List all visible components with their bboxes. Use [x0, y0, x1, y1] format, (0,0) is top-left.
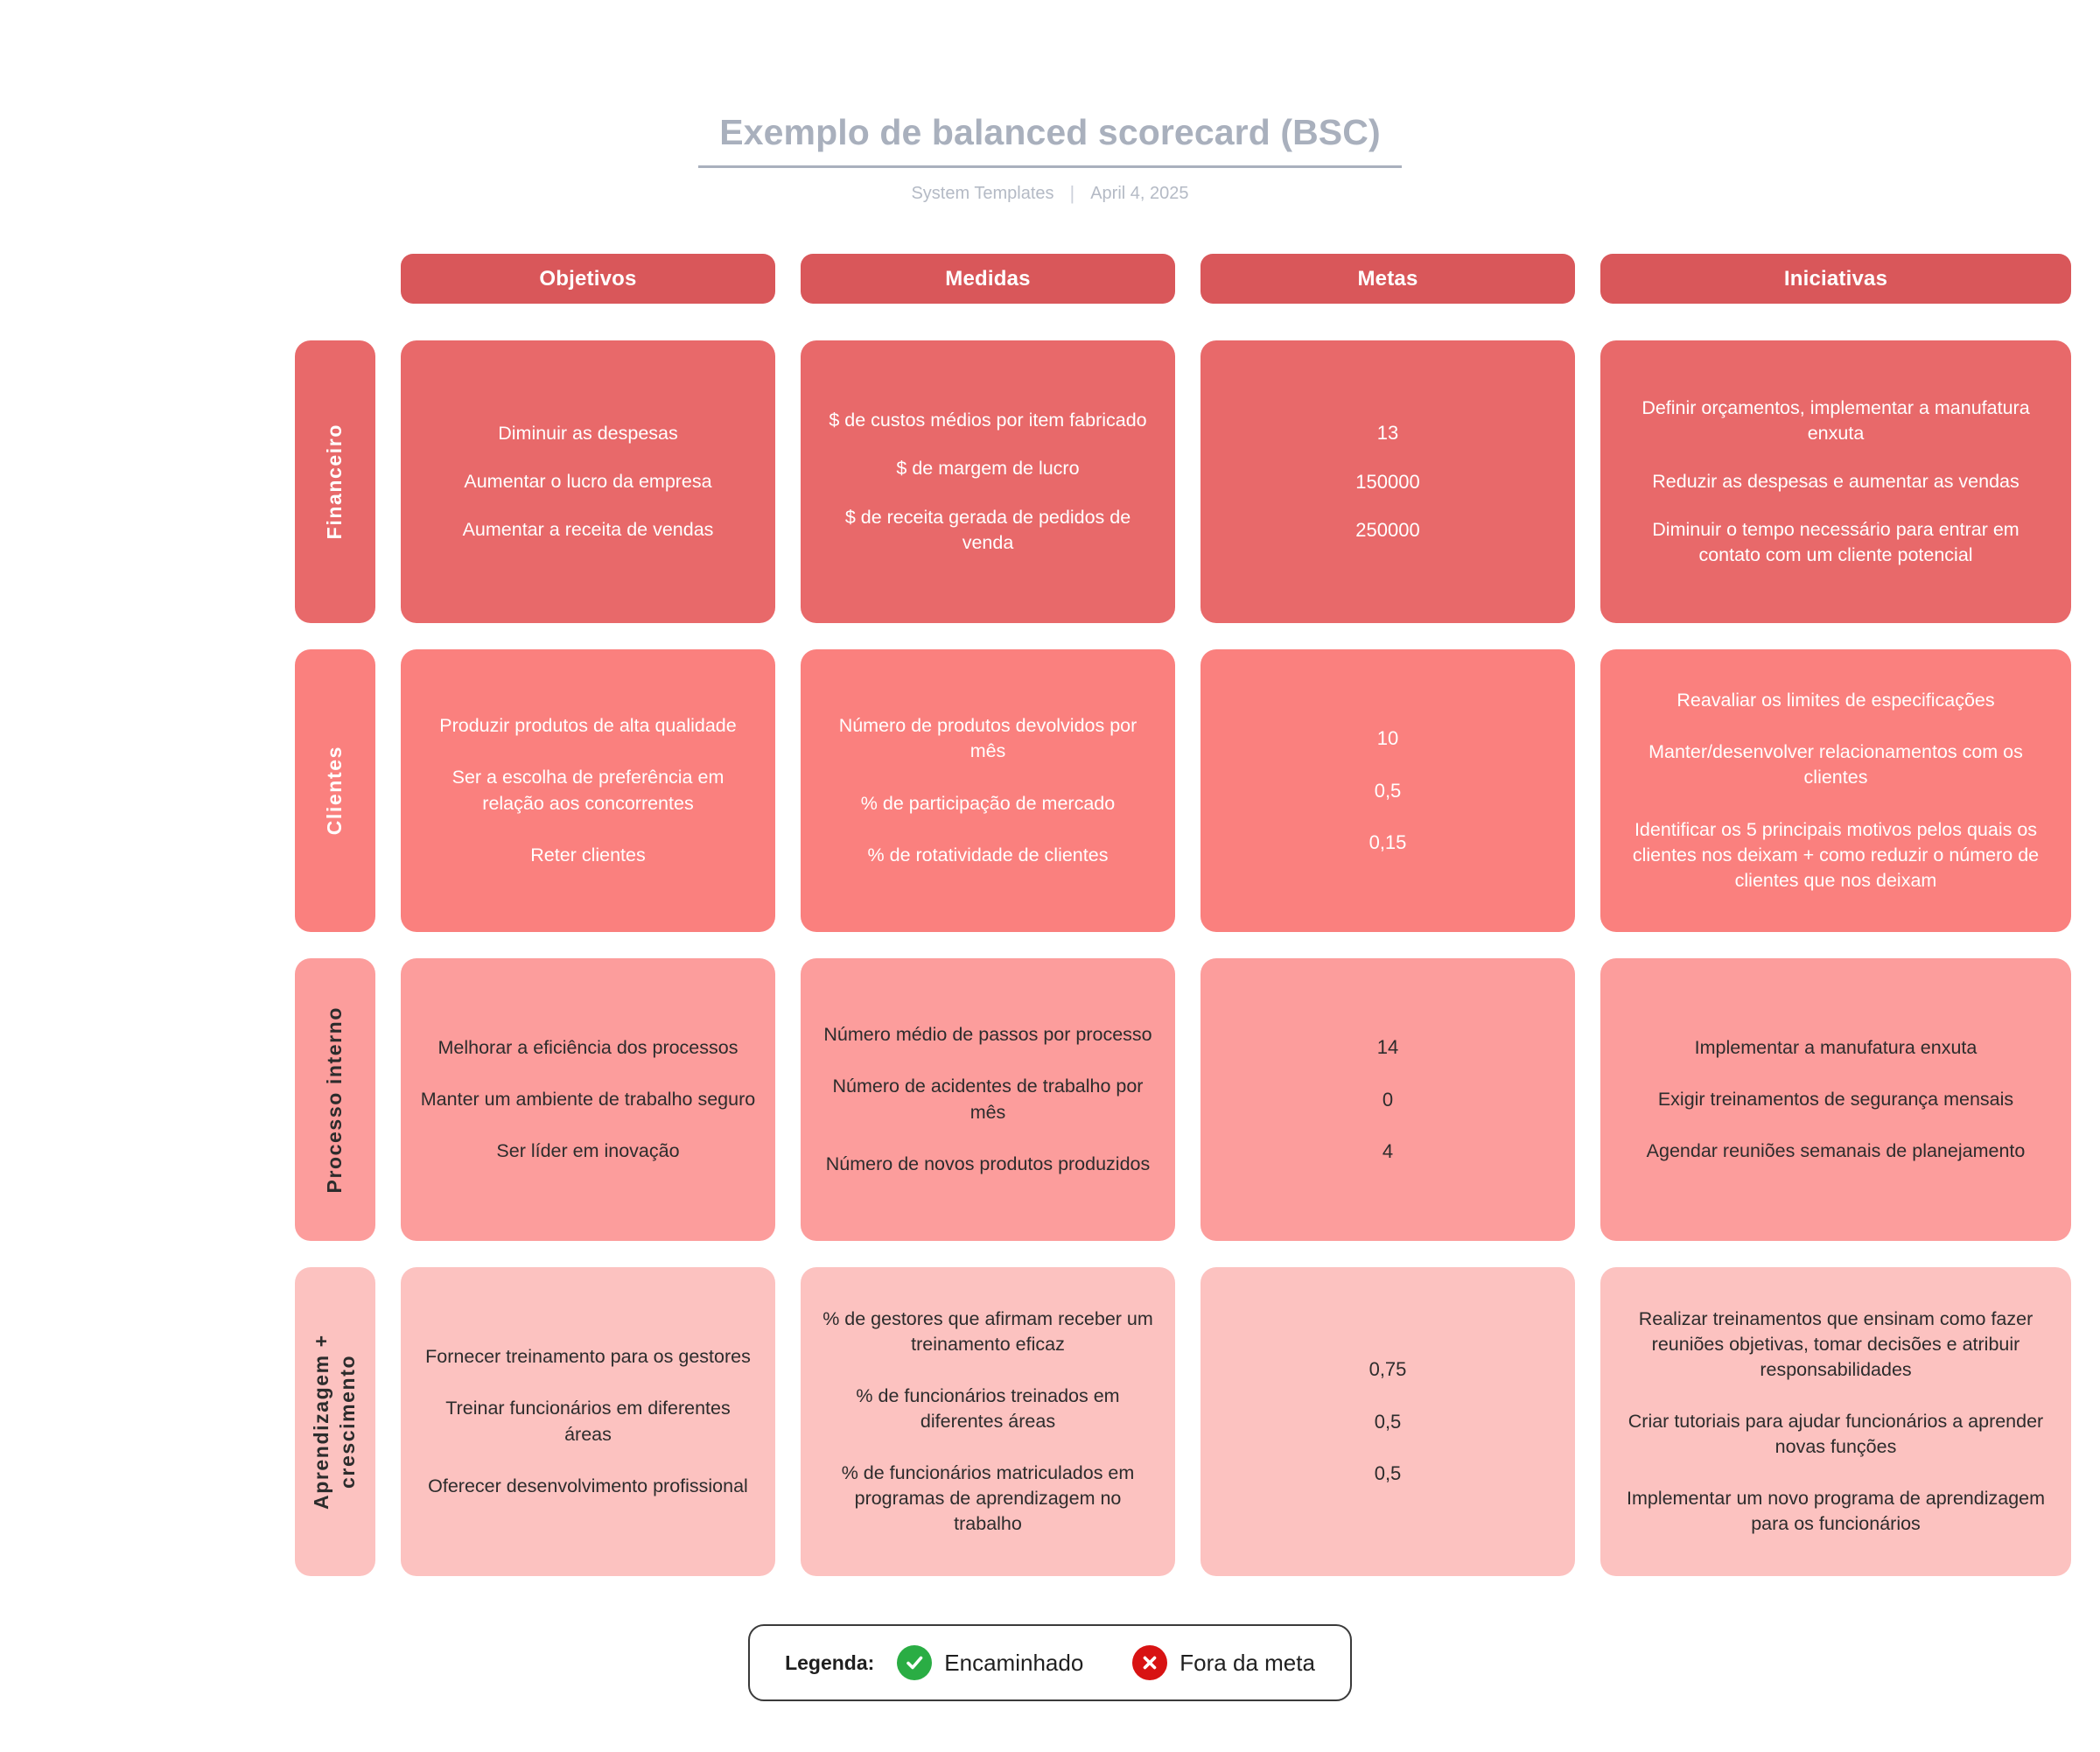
- medida-item: Número de acidentes de trabalho por mês: [832, 1076, 1144, 1123]
- cell-processo-objetivos: Melhorar a eficiência dos processos Mant…: [401, 958, 775, 1241]
- objetivo-item: Treinar funcionários em diferentes áreas: [445, 1398, 731, 1445]
- cell-processo-metas: 14 0 4: [1200, 958, 1575, 1241]
- column-header-metas: Metas: [1200, 254, 1575, 304]
- meta-item: 10: [1376, 726, 1399, 749]
- iniciativa-item: Definir orçamentos, implementar a manufa…: [1642, 396, 2030, 444]
- medida-item: Número de produtos devolvidos por mês: [838, 715, 1138, 762]
- iniciativa-item: Realizar treinamentos que ensinam como f…: [1638, 1307, 2034, 1380]
- subtitle: System Templates | April 4, 2025: [698, 182, 1401, 205]
- check-circle-icon: [897, 1645, 933, 1680]
- cell-processo-iniciativas: Implementar a manufatura enxuta Exigir t…: [1600, 958, 2071, 1241]
- cell-clientes-objetivos: Produzir produtos de alta qualidade Ser …: [401, 649, 775, 932]
- medida-item: Número de novos produtos produzidos: [825, 1153, 1151, 1174]
- cell-aprendizagem-medidas: % de gestores que afirmam receber um tre…: [801, 1267, 1175, 1576]
- perspective-label-text: Aprendizagem + crescimento: [310, 1334, 359, 1510]
- meta-item: 0,75: [1368, 1357, 1407, 1380]
- objetivo-item: Melhorar a eficiência dos processos: [438, 1036, 738, 1058]
- cell-processo-medidas: Número médio de passos por processo Núme…: [801, 958, 1175, 1241]
- perspective-label-text: Processo interno: [323, 1006, 346, 1194]
- objetivo-item: Ser líder em inovação: [496, 1140, 680, 1161]
- medida-item: Número médio de passos por processo: [823, 1024, 1152, 1046]
- subtitle-source: System Templates: [911, 183, 1054, 203]
- cell-clientes-iniciativas: Reavaliar os limites de especificações M…: [1600, 649, 2071, 932]
- medida-item: % de participação de mercado: [860, 792, 1116, 814]
- perspective-row-clientes: Clientes Produzir produtos de alta quali…: [295, 649, 2071, 932]
- objetivo-item: Aumentar a receita de vendas: [462, 519, 714, 540]
- perspective-label-financeiro: Financeiro: [295, 340, 375, 623]
- column-header-medidas: Medidas: [801, 254, 1175, 304]
- legend-wrap: Legenda: Encaminhado Fora da meta: [0, 1624, 2100, 1701]
- objetivo-item: Oferecer desenvolvimento profissional: [428, 1475, 748, 1496]
- perspective-label-text: Financeiro: [323, 424, 346, 540]
- perspective-label-text: Clientes: [323, 746, 346, 836]
- legend-item-on-track: Encaminhado: [897, 1645, 1083, 1680]
- meta-item: 0,5: [1374, 1410, 1402, 1433]
- medida-item: $ de receita gerada de pedidos de venda: [844, 506, 1131, 553]
- cell-aprendizagem-iniciativas: Realizar treinamentos que ensinam como f…: [1600, 1267, 2071, 1576]
- objetivo-item: Produzir produtos de alta qualidade: [439, 715, 737, 737]
- meta-item: 0,5: [1374, 779, 1402, 802]
- column-header-row: Objetivos Medidas Metas Iniciativas: [295, 254, 2071, 304]
- meta-item: 150000: [1355, 470, 1420, 493]
- iniciativa-item: Identificar os 5 principais motivos pelo…: [1632, 818, 2040, 891]
- iniciativa-item: Exigir treinamentos de segurança mensais: [1657, 1088, 2014, 1110]
- iniciativa-item: Implementar a manufatura enxuta: [1694, 1036, 1978, 1058]
- title-wrap: Exemplo de balanced scorecard (BSC) Syst…: [698, 112, 1402, 205]
- medida-item: % de funcionários treinados em diferente…: [856, 1384, 1120, 1432]
- scorecard-matrix: Objetivos Medidas Metas Iniciativas Fina…: [0, 254, 2100, 1576]
- medida-item: % de rotatividade de clientes: [867, 844, 1109, 865]
- medida-item: $ de custos médios por item fabricado: [829, 410, 1147, 431]
- cell-aprendizagem-metas: 0,75 0,5 0,5: [1200, 1267, 1575, 1576]
- iniciativa-item: Implementar um novo programa de aprendiz…: [1626, 1488, 2046, 1535]
- cell-clientes-medidas: Número de produtos devolvidos por mês % …: [801, 649, 1175, 932]
- iniciativa-item: Manter/desenvolver relacionamentos com o…: [1648, 741, 2023, 788]
- meta-item: 14: [1376, 1035, 1399, 1058]
- cell-financeiro-objetivos: Diminuir as despesas Aumentar o lucro da…: [401, 340, 775, 623]
- objetivo-item: Diminuir as despesas: [498, 422, 678, 444]
- perspective-label-processo-interno: Processo interno: [295, 958, 375, 1241]
- iniciativa-item: Agendar reuniões semanais de planejament…: [1646, 1140, 2026, 1161]
- meta-item: 0: [1382, 1088, 1394, 1111]
- cell-financeiro-medidas: $ de custos médios por item fabricado $ …: [801, 340, 1175, 623]
- page-header: Exemplo de balanced scorecard (BSC) Syst…: [0, 0, 2100, 205]
- legend-item-off-target: Fora da meta: [1132, 1645, 1315, 1680]
- perspective-row-aprendizagem-crescimento: Aprendizagem + crescimento Fornecer trei…: [295, 1267, 2071, 1576]
- medida-item: % de gestores que afirmam receber um tre…: [822, 1307, 1153, 1355]
- meta-item: 250000: [1355, 519, 1420, 542]
- medida-item: % de funcionários matriculados em progra…: [841, 1462, 1135, 1535]
- legend-title: Legenda:: [785, 1650, 875, 1674]
- objetivo-item: Aumentar o lucro da empresa: [464, 470, 712, 492]
- cell-clientes-metas: 10 0,5 0,15: [1200, 649, 1575, 932]
- iniciativa-item: Reduzir as despesas e aumentar as vendas: [1652, 470, 2020, 492]
- column-header-iniciativas: Iniciativas: [1600, 254, 2071, 304]
- objetivo-item: Manter um ambiente de trabalho seguro: [420, 1088, 756, 1110]
- page-title: Exemplo de balanced scorecard (BSC): [698, 112, 1402, 168]
- column-header-objetivos: Objetivos: [401, 254, 775, 304]
- subtitle-separator: |: [1069, 182, 1075, 204]
- perspective-label-clientes: Clientes: [295, 649, 375, 932]
- meta-item: 4: [1382, 1140, 1394, 1163]
- perspective-row-financeiro: Financeiro Diminuir as despesas Aumentar…: [295, 340, 2071, 623]
- cell-financeiro-metas: 13 150000 250000: [1200, 340, 1575, 623]
- medida-item: $ de margem de lucro: [896, 458, 1080, 480]
- legend-label-on-track: Encaminhado: [944, 1649, 1084, 1676]
- perspective-label-aprendizagem-crescimento: Aprendizagem + crescimento: [295, 1267, 375, 1576]
- perspective-row-processo-interno: Processo interno Melhorar a eficiência d…: [295, 958, 2071, 1241]
- header-spacer: [295, 278, 375, 279]
- meta-item: 0,5: [1374, 1462, 1402, 1485]
- objetivo-item: Fornecer treinamento para os gestores: [425, 1346, 751, 1368]
- x-circle-icon: [1132, 1645, 1168, 1680]
- iniciativa-item: Diminuir o tempo necessário para entrar …: [1652, 519, 2020, 566]
- legend: Legenda: Encaminhado Fora da meta: [748, 1624, 1352, 1701]
- iniciativa-item: Reavaliar os limites de especificações: [1676, 690, 1995, 711]
- cell-aprendizagem-objetivos: Fornecer treinamento para os gestores Tr…: [401, 1267, 775, 1576]
- meta-item: 0,15: [1368, 831, 1407, 854]
- iniciativa-item: Criar tutoriais para ajudar funcionários…: [1628, 1410, 2044, 1457]
- objetivo-item: Reter clientes: [530, 844, 646, 865]
- subtitle-date: April 4, 2025: [1090, 183, 1189, 203]
- cell-financeiro-iniciativas: Definir orçamentos, implementar a manufa…: [1600, 340, 2071, 623]
- legend-label-off-target: Fora da meta: [1180, 1649, 1315, 1676]
- objetivo-item: Ser a escolha de preferência em relação …: [452, 767, 724, 814]
- meta-item: 13: [1376, 421, 1399, 444]
